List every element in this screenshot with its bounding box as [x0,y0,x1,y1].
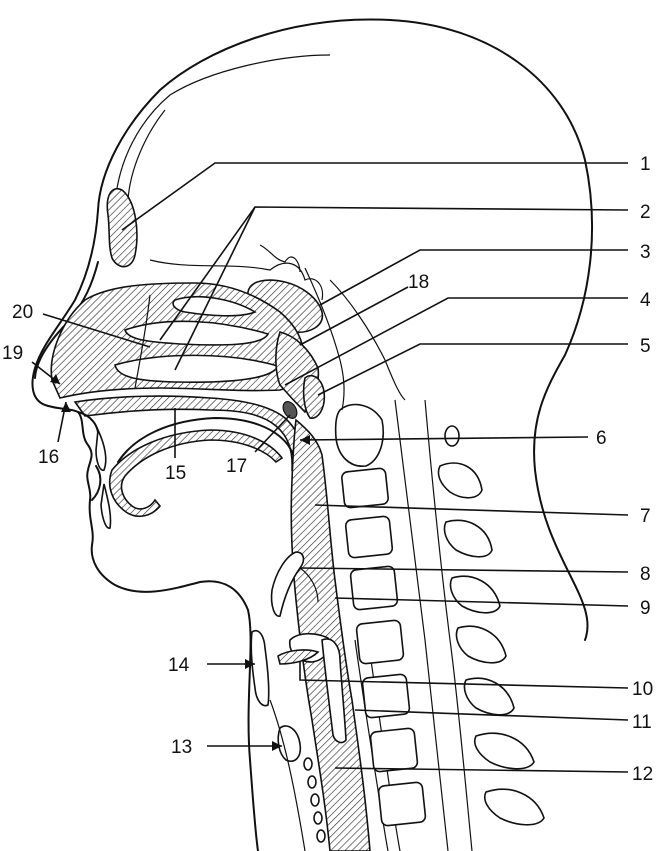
label-9: 9 [640,598,651,619]
label-6: 6 [596,428,607,449]
leader-5 [317,343,628,396]
head-outline [31,18,594,851]
sella-turcica [259,244,301,273]
tongue-surface [108,429,284,518]
leader-12 [334,767,629,773]
label-2: 2 [640,202,651,223]
pharyngeal-tonsil [302,374,326,419]
leader-2b [174,206,256,371]
tubal-opening [282,401,298,419]
leader-6 [299,436,589,441]
label-20: 20 [12,302,33,323]
label-1: 1 [640,154,651,175]
lower-lip [91,465,102,501]
arrowheads [50,374,310,751]
incisor-upper [95,427,107,471]
trachea-front-wall [269,699,306,851]
label-12: 12 [632,764,653,785]
label-8: 8 [640,564,651,585]
leader-7 [314,504,629,516]
label-15: 15 [165,463,186,484]
frontal-bone-line [127,109,166,201]
leader-17 [254,414,291,453]
label-10: 10 [632,679,653,700]
leader-10 [299,662,629,689]
label-4: 4 [640,290,651,311]
arytenoid-cartilage [321,638,347,744]
spinal-canal-front [394,399,449,851]
label-19: 19 [2,343,23,364]
incisor-lower [100,483,112,529]
superior-concha [172,295,257,317]
leader-8 [299,567,629,573]
leader-18 [299,286,409,346]
label-17: 17 [226,456,247,477]
leader-3 [319,249,628,306]
spinal-canal-back [424,399,473,851]
leader-1 [121,162,628,231]
label-11: 11 [632,712,652,733]
leader-11 [354,709,629,721]
leader-20 [42,313,151,348]
leader-4 [284,297,628,386]
skull-inner-line [114,54,331,206]
leader-lines [31,162,629,773]
label-16: 16 [38,447,59,468]
label-5: 5 [640,336,651,357]
label-18: 18 [408,272,429,293]
label-3: 3 [640,242,651,263]
vallecula [299,567,319,603]
neck-mid-line [304,267,345,411]
cricoid-cartilage [277,725,302,762]
number-labels: 1 2 3 4 5 6 7 8 9 10 11 12 13 14 15 16 1… [2,154,653,785]
trachea-rings [303,757,326,843]
label-7: 7 [640,506,651,527]
neck-back-line [329,279,406,401]
cervical-vertebrae [334,403,427,827]
skull-base-line [149,259,324,301]
vocal-fold [277,649,320,665]
frontal-sinus [106,188,138,268]
label-14: 14 [168,655,190,676]
thyroid-cartilage [250,630,270,707]
label-13: 13 [171,737,192,758]
esophagus [354,639,389,851]
leader-9 [334,597,629,607]
spinous-processes [437,425,545,826]
